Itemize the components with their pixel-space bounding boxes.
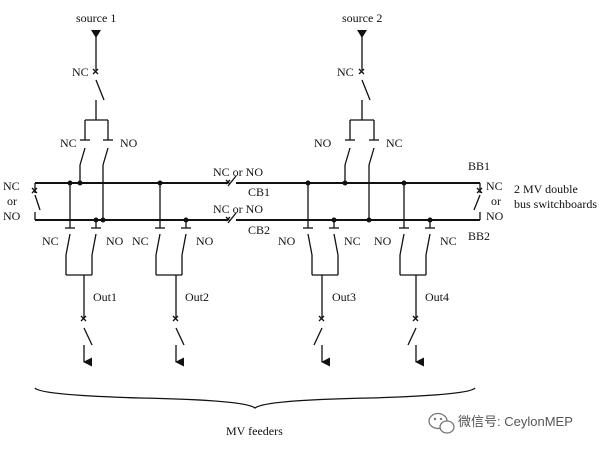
- feeder-out3: [303, 180, 339, 367]
- feeder-out4: [399, 180, 435, 367]
- label-source-2-nc: NC: [337, 65, 354, 79]
- source-2-branch: [342, 30, 379, 223]
- feeder-out1: [65, 180, 101, 367]
- label-out3-nc: NC: [344, 234, 361, 248]
- label-cb2-state: NC or NO: [213, 202, 263, 216]
- feeders-brace: [34, 387, 476, 409]
- right-bus-tie: [473, 183, 483, 220]
- label-out1-no: NO: [106, 234, 124, 248]
- feeder-out2: [155, 180, 191, 367]
- label-out4-nc: NC: [440, 234, 457, 248]
- label-cb1-state: NC or NO: [213, 165, 263, 179]
- watermark-text: 微信号: CeylonMEP: [458, 414, 573, 429]
- label-s1-left-nc: NC: [60, 136, 77, 150]
- coupler-cb1: [225, 175, 237, 187]
- label-right-tie-or: or: [491, 194, 501, 208]
- label-right-tie-no: NO: [486, 209, 504, 223]
- label-out3: Out3: [332, 290, 356, 304]
- wechat-icon: [428, 412, 455, 434]
- label-out2-no: NO: [196, 234, 214, 248]
- label-out1: Out1: [93, 290, 117, 304]
- label-source-1-nc: NC: [72, 65, 89, 79]
- label-left-tie-nc: NC: [3, 179, 20, 193]
- label-s2-left-no: NO: [314, 136, 332, 150]
- label-out2: Out2: [185, 290, 209, 304]
- label-board-line2: bus switchboards: [514, 197, 597, 211]
- label-left-tie-or: or: [7, 194, 17, 208]
- coupler-cb2: [225, 212, 237, 224]
- left-bus-tie: [31, 183, 41, 220]
- label-right-tie-nc: NC: [486, 179, 503, 193]
- label-out3-no: NO: [278, 234, 296, 248]
- label-out1-nc: NC: [42, 234, 59, 248]
- label-out4: Out4: [425, 290, 449, 304]
- label-bb1: BB1: [468, 159, 490, 173]
- label-s2-right-nc: NC: [386, 136, 403, 150]
- source-1-branch: [77, 30, 113, 223]
- label-s1-right-no: NO: [120, 136, 138, 150]
- wechat-watermark: 微信号: CeylonMEP: [428, 412, 573, 434]
- label-source-1: source 1: [76, 11, 116, 25]
- label-mv-feeders: MV feeders: [226, 424, 283, 438]
- label-out4-no: NO: [374, 234, 392, 248]
- label-out2-nc: NC: [132, 234, 149, 248]
- label-bb2: BB2: [468, 229, 490, 243]
- label-board-line1: 2 MV double: [514, 182, 578, 196]
- label-left-tie-no: NO: [3, 209, 21, 223]
- label-cb2: CB2: [248, 223, 270, 237]
- label-source-2: source 2: [342, 11, 382, 25]
- label-cb1: CB1: [248, 185, 270, 199]
